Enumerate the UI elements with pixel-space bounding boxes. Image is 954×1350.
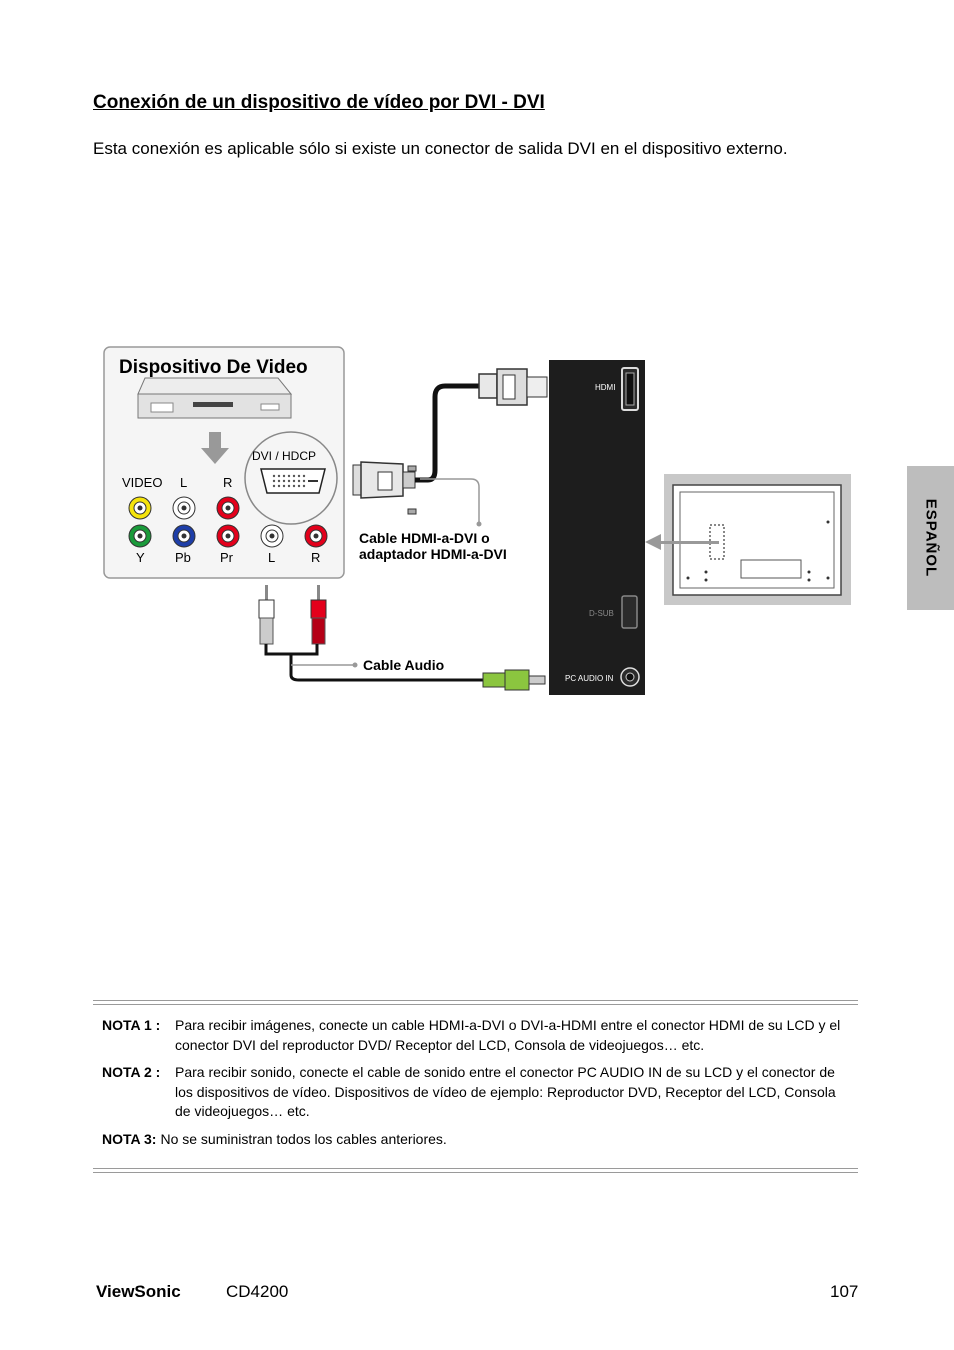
rca-jack-y (128, 524, 152, 548)
rca-jack-l2 (260, 524, 284, 548)
notes-bottom-rule-2 (93, 1172, 858, 1173)
rca-plug-red-icon (310, 585, 327, 645)
left-arrow-icon (645, 534, 719, 550)
notes-section: NOTA 1 : Para recibir imágenes, conecte … (102, 1016, 854, 1157)
note-2: NOTA 2 : Para recibir sonido, conecte el… (102, 1063, 854, 1122)
hdmi-cable (415, 383, 479, 483)
label-video: VIDEO (122, 475, 162, 490)
rca-plug-white-icon (258, 585, 275, 645)
port-dsub-label: D-SUB (589, 609, 614, 618)
hdmi-plug-icon (478, 368, 548, 406)
notes-top-rule (93, 1000, 858, 1001)
pc-audio-port-icon (620, 667, 640, 687)
audio-plug-icon (482, 669, 546, 691)
rca-jack-audio-l (172, 496, 196, 520)
label-pr: Pr (220, 550, 234, 565)
dvi-plug-icon (352, 461, 417, 515)
hdmi-port-icon (621, 367, 639, 411)
rca-jack-video (128, 496, 152, 520)
intro-paragraph: Esta conexión es aplicable sólo si exist… (93, 139, 788, 158)
language-tab: ESPAÑOL (907, 466, 954, 610)
audio-cable (264, 644, 483, 682)
dvd-player-icon (137, 377, 293, 419)
notes-top-rule-2 (93, 1004, 858, 1005)
port-hdmi-label: HDMI (595, 383, 615, 392)
note-3-label: NOTA 3: (102, 1130, 157, 1147)
label-audio-l: L (180, 475, 187, 490)
footer-page-number: 107 (830, 1282, 859, 1301)
lcd-rear-drawing (672, 484, 842, 596)
note-1-label: NOTA 1 : (102, 1017, 161, 1033)
cable-hdmi-label-line2: adaptador HDMI-a-DVI (359, 546, 507, 562)
cable-hdmi-label-line1: Cable HDMI-a-DVI o (359, 530, 490, 546)
label-r2: R (311, 550, 320, 565)
cable-audio-label: Cable Audio (363, 657, 444, 673)
label-l2: L (268, 550, 275, 565)
language-tab-label: ESPAÑOL (922, 498, 939, 578)
lcd-io-panel (549, 360, 645, 695)
note-3-text: No se suministran todos los cables anter… (160, 1130, 447, 1147)
rca-jack-audio-r (216, 496, 240, 520)
dvi-label: DVI / HDCP (252, 449, 316, 463)
rca-jack-r2 (304, 524, 328, 548)
label-pb: Pb (175, 550, 191, 565)
port-pc-audio-label: PC AUDIO IN (565, 674, 614, 683)
dsub-port-icon (621, 595, 638, 629)
label-audio-r: R (223, 475, 232, 490)
notes-bottom-rule (93, 1168, 858, 1169)
note-1-text: Para recibir imágenes, conecte un cable … (175, 1017, 841, 1053)
note-1: NOTA 1 : Para recibir imágenes, conecte … (102, 1016, 854, 1055)
note-3: NOTA 3: No se suministran todos los cabl… (102, 1130, 854, 1150)
hdmi-callout-line (420, 478, 480, 524)
dvi-port-icon (260, 468, 326, 494)
footer-brand: ViewSonic (96, 1282, 181, 1301)
down-arrow-icon (201, 432, 229, 464)
rca-jack-pb (172, 524, 196, 548)
connection-diagram: Dispositivo De Video DVI / HDCP VIDEO L … (103, 346, 851, 695)
label-y: Y (136, 550, 145, 565)
device-title: Dispositivo De Video (119, 357, 308, 378)
page-title: Conexión de un dispositivo de vídeo por … (93, 92, 545, 113)
footer-model: CD4200 (226, 1282, 289, 1301)
rca-jack-pr (216, 524, 240, 548)
note-2-text: Para recibir sonido, conecte el cable de… (175, 1064, 836, 1119)
note-2-label: NOTA 2 : (102, 1064, 161, 1080)
